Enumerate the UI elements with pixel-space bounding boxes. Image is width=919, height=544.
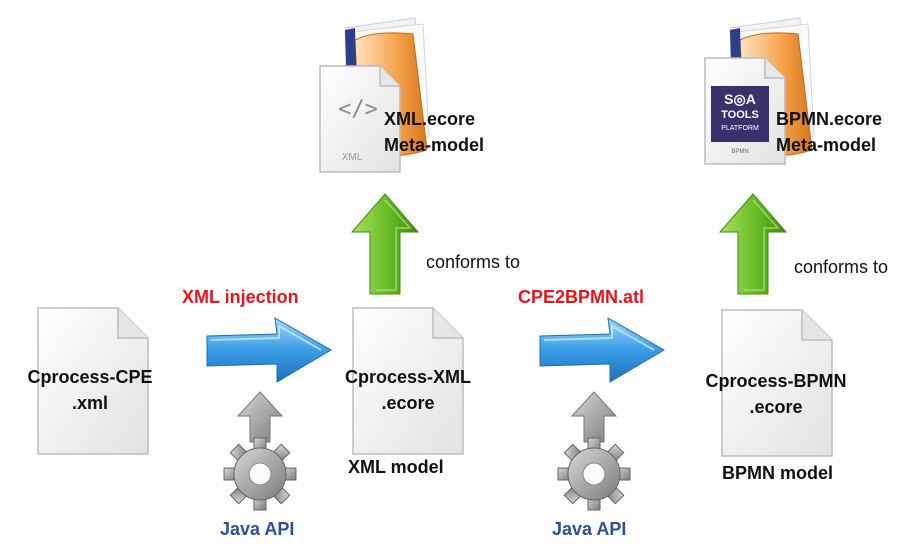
source-file-line1: Cprocess-CPE [27,367,153,387]
bpmn-model-file-icon [721,309,833,457]
source-xml-file-icon [37,307,149,455]
soa-logo-line2: TOOLS [721,109,759,121]
bpmn-model-file-line2: .ecore [749,397,803,417]
xml-doc-tag: </> [338,97,378,122]
java-api-gear-icon-2 [557,391,631,511]
xml-document-icon: </> XML [319,65,401,173]
bpmn-model-caption: BPMN model [722,463,834,483]
conforms-to-label-1: conforms to [426,252,521,272]
source-file-line2: .xml [71,393,109,413]
bpmn-metamodel-kind: Meta-model [776,135,877,155]
bpmn-model-file-name: Cprocess-BPMN .ecore [696,370,856,418]
bpmn-model-file-line1: Cprocess-BPMN [705,371,847,391]
soa-tools-document-icon: S◎A TOOLS PLATFORM BPMN [704,57,786,165]
soa-logo-line1: S◎A [724,91,756,107]
xml-model-file-line1: Cprocess-XML [344,367,472,387]
soa-logo-caption: BPMN [731,149,748,155]
conforms-arrow-up-icon [350,193,420,295]
java-api-gear-icon [223,391,297,511]
xml-model-file-line2: .ecore [381,393,435,413]
java-api-label-2: Java API [552,519,627,539]
conforms-to-label-2: conforms to [794,257,889,277]
transform-arrow-right-icon [539,317,665,383]
xml-model-caption: XML model [348,457,444,477]
xml-model-file-name: Cprocess-XML .ecore [328,366,488,414]
java-api-label-1: Java API [220,519,295,539]
injection-arrow-right-icon [206,317,332,383]
conforms-arrow-up-icon-2 [718,193,788,295]
xml-metamodel-name: XML.ecore [384,109,476,129]
bpmn-metamodel-name: BPMN.ecore [776,109,883,129]
source-file-name: Cprocess-CPE .xml [10,366,170,414]
xml-model-file-icon [352,307,464,455]
cpe2bpmn-transform-label: CPE2BPMN.atl [518,287,645,307]
xml-injection-label: XML injection [182,287,299,307]
xml-metamodel-kind: Meta-model [384,135,485,155]
soa-logo-line3: PLATFORM [721,125,759,132]
xml-doc-caption: XML [342,152,363,163]
